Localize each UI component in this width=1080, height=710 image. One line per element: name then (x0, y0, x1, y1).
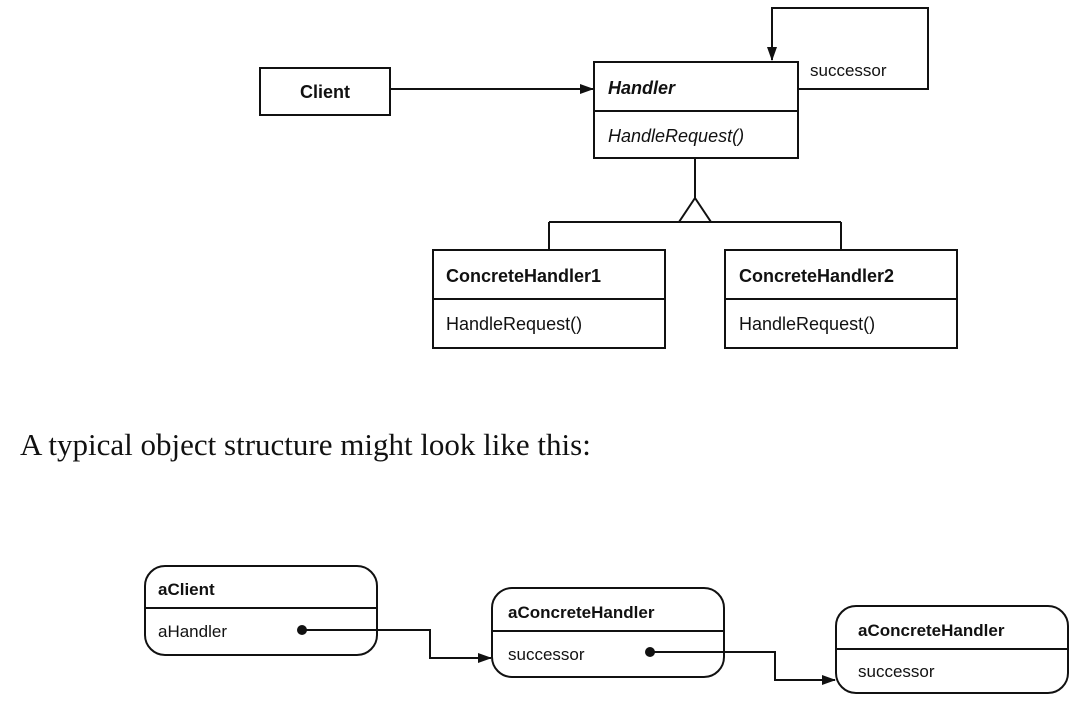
inheritance-triangle (677, 196, 713, 223)
aconcretehandler2-name: aConcreteHandler (858, 621, 1005, 640)
aclient-object: aClient aHandler (144, 565, 378, 656)
aconcretehandler2-object: aConcreteHandler successor (835, 605, 1069, 694)
concrete-handler1-name: ConcreteHandler1 (446, 266, 601, 286)
concrete-handler1-operation: HandleRequest() (446, 314, 582, 334)
aclient-name: aClient (158, 580, 215, 599)
concrete-handler2-name: ConcreteHandler2 (739, 266, 894, 286)
aconcretehandler1-name: aConcreteHandler (508, 603, 655, 622)
successor1-reference (650, 651, 836, 685)
aconcretehandler2-field: successor (858, 662, 935, 681)
inheritance-tree (548, 158, 842, 250)
aclient-field: aHandler (158, 622, 227, 641)
handler-operation: HandleRequest() (608, 126, 744, 146)
object-structure-caption: A typical object structure might look li… (20, 427, 591, 462)
aconcretehandler1-object: aConcreteHandler successor (491, 587, 725, 678)
aconcretehandler1-field: successor (508, 645, 585, 664)
concrete-handler2-operation: HandleRequest() (739, 314, 875, 334)
handler-class-name: Handler (608, 78, 676, 98)
successor-self-association (767, 7, 929, 90)
concrete-handler2-class: ConcreteHandler2 HandleRequest() (724, 249, 958, 349)
concrete-handler1-class: ConcreteHandler1 HandleRequest() (432, 249, 666, 349)
client-class: Client (259, 67, 391, 116)
handler-class: Handler HandleRequest() (593, 61, 799, 159)
ahandler-reference (302, 629, 492, 663)
client-class-name: Client (300, 82, 350, 102)
successor-label: successor (810, 61, 887, 80)
